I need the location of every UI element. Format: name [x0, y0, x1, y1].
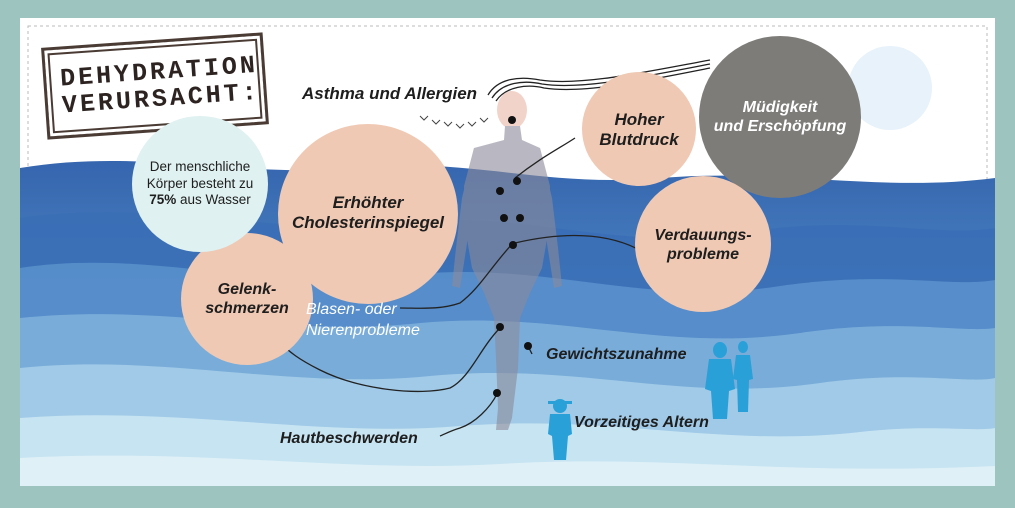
birds-decoration [419, 115, 489, 129]
joints-line2: schmerzen [205, 300, 289, 317]
circle-bloodpressure-bg [582, 72, 696, 186]
label-bladder: Blasen- oder Nierenprobleme [306, 300, 420, 342]
fact-bubble: Der menschliche Körper besteht zu 75% au… [132, 116, 268, 252]
fatigue-line1: Müdigkeit [742, 98, 818, 116]
cholesterol-line1: Erhöhter [332, 192, 404, 212]
infographic-card: DEHYDRATION VERURSACHT: Der menschliche … [20, 18, 995, 486]
circle-fatigue: Müdigkeit und Erschöpfung [699, 90, 861, 144]
digestion-line1: Verdauungs- [654, 226, 752, 244]
bloodpressure-line2: Blutdruck [599, 130, 679, 149]
circle-joints: Gelenk-schmerzen [181, 268, 313, 330]
cholesterol-line2: Cholesterinspiegel [291, 213, 445, 232]
bladder-line2: Nierenprobleme [306, 321, 420, 339]
title-stamp: DEHYDRATION VERURSACHT: [41, 32, 269, 140]
label-aging: Vorzeitiges Altern [574, 414, 709, 431]
circle-cholesterol-bg [278, 124, 458, 304]
circle-joints-bg [181, 233, 313, 365]
fact-text-after: aus Wasser [176, 192, 251, 208]
circle-digestion: Verdauungs-probleme [635, 220, 771, 270]
label-asthma: Asthma und Allergien [302, 84, 478, 103]
fact-text-before: Der menschliche Körper besteht zu [146, 158, 254, 191]
human-body-silhouette [452, 91, 562, 430]
joints-line1: Gelenk- [217, 280, 277, 298]
label-weight: Gewichtszunahme [546, 346, 687, 363]
people-silhouettes [548, 341, 753, 460]
label-skin: Hautbeschwerden [280, 430, 418, 447]
bloodpressure-line1: Hoher [614, 109, 664, 129]
digestion-line2: probleme [666, 246, 739, 263]
wave-background [20, 25, 995, 486]
fact-percent: 75% [149, 192, 177, 208]
circle-digestion-bg [635, 176, 771, 312]
bladder-line1: Blasen- oder [306, 301, 397, 318]
body-marker-dots [493, 116, 532, 397]
fatigue-line2: und Erschöpfung [713, 118, 847, 135]
circle-fatigue-bg [699, 36, 861, 198]
